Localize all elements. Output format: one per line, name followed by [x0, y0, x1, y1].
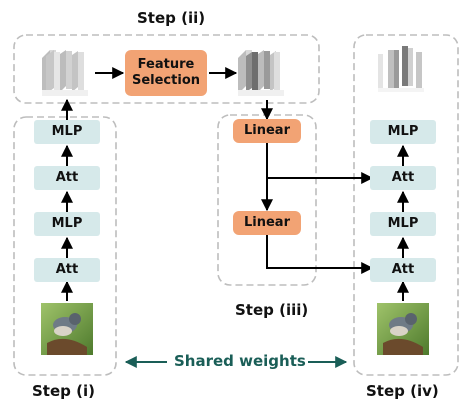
step-ii-box: [13, 34, 320, 104]
step-i-label: Step (i): [32, 382, 95, 400]
step-i-box: [13, 116, 117, 376]
feature-cube-icon: [238, 50, 284, 96]
shared-weights-label: Shared weights: [174, 352, 306, 370]
feature-cube-icon: [378, 46, 424, 92]
step-iii-label: Step (iii): [235, 301, 309, 319]
bird-photo-icon: [377, 303, 429, 355]
step-iv-label: Step (iv): [366, 382, 439, 400]
feature-selection-block: Feature Selection: [125, 50, 207, 96]
bird-photo-icon: [41, 303, 93, 355]
right-att-block-2: Att: [370, 166, 436, 190]
linear-block-bottom: Linear: [233, 211, 301, 235]
right-mlp-block-2: MLP: [370, 120, 436, 144]
step-iv-box: [353, 34, 459, 376]
left-mlp-block-1: MLP: [34, 212, 100, 236]
left-mlp-block-2: MLP: [34, 120, 100, 144]
left-att-block-2: Att: [34, 166, 100, 190]
arrow-linear-to-att-lower: [266, 235, 374, 274]
feature-cube-icon: [42, 50, 88, 96]
right-mlp-block-1: MLP: [370, 212, 436, 236]
left-att-block-1: Att: [34, 258, 100, 282]
linear-block-top: Linear: [233, 119, 301, 143]
right-att-block-1: Att: [370, 258, 436, 282]
step-ii-label: Step (ii): [137, 9, 206, 27]
